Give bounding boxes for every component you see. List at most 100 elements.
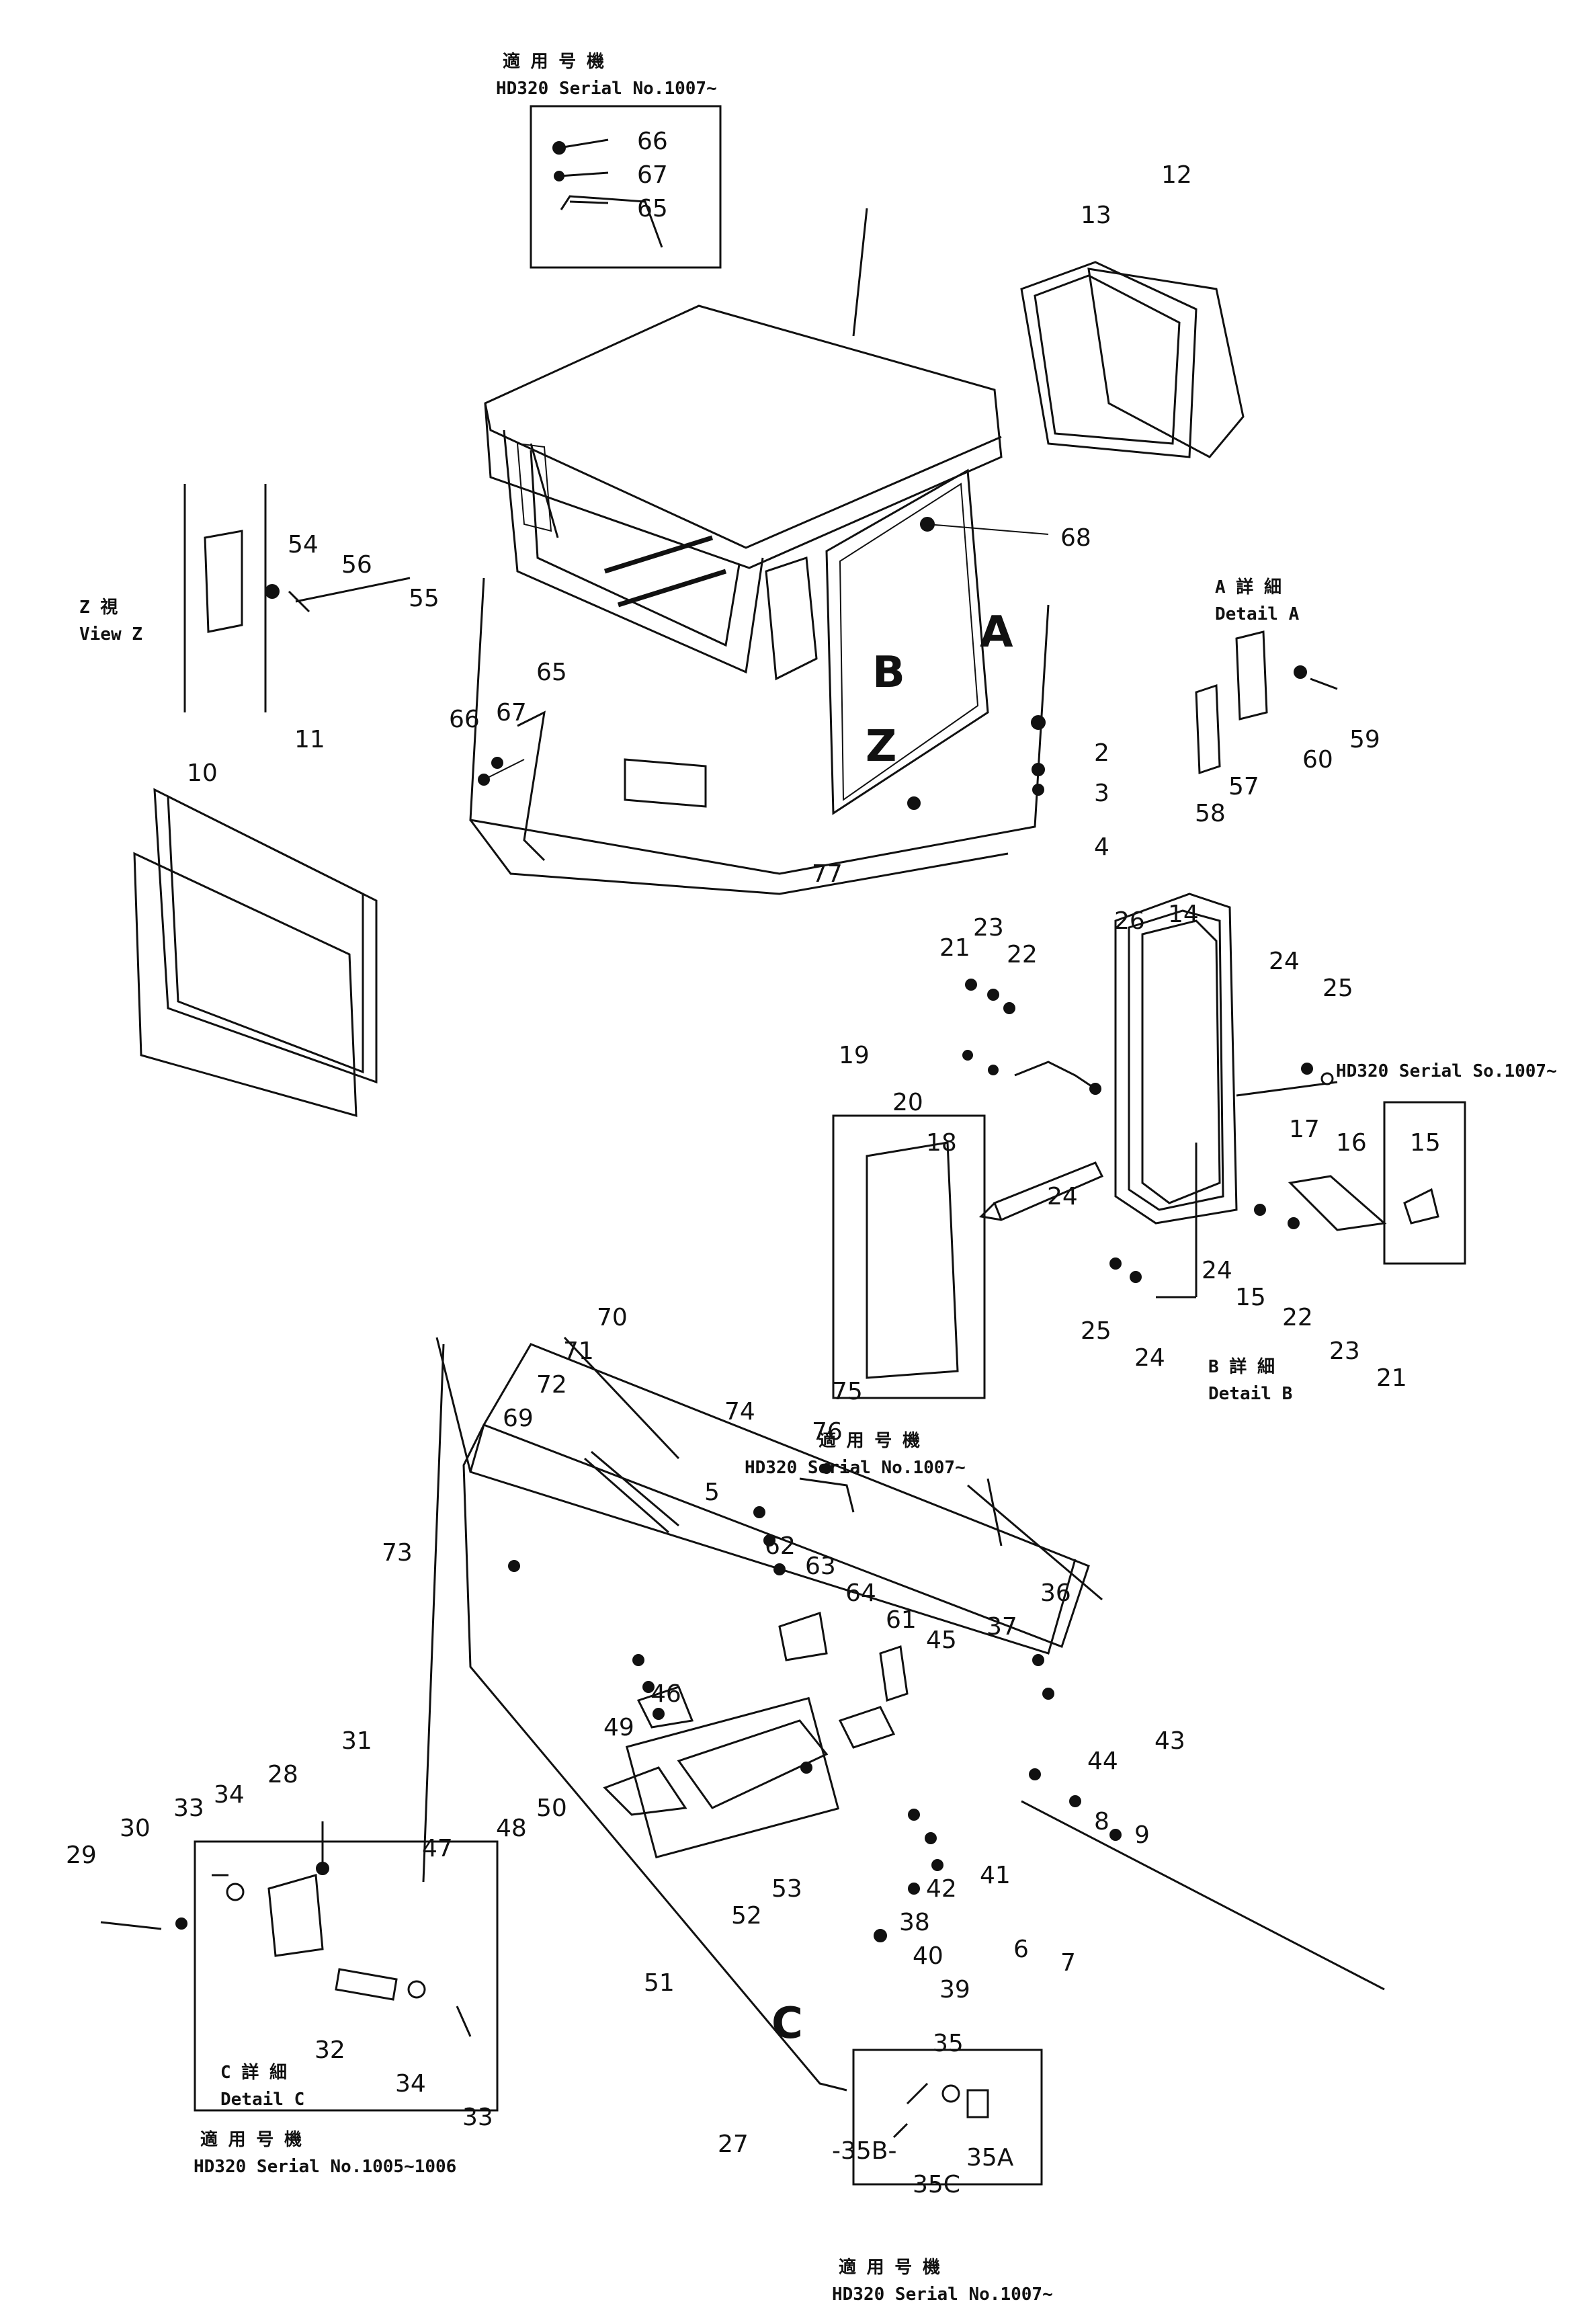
callout-11: 11	[294, 726, 325, 753]
callout-17: 17	[1289, 1116, 1320, 1143]
callout-22-top: 22	[1007, 941, 1038, 968]
detail-35-parts	[892, 2082, 989, 2139]
callout-74: 74	[724, 1398, 755, 1426]
note-mid-jp: 適 用 号 機	[818, 1430, 920, 1451]
callout-35c: 35C	[913, 2171, 960, 2198]
callout-44: 44	[1087, 1747, 1118, 1775]
view-letter-z: Z	[866, 722, 896, 772]
callout-68: 68	[1060, 524, 1091, 552]
callout-35: 35	[933, 2030, 964, 2057]
callout-25-bottom: 25	[1081, 1317, 1111, 1345]
applicability-note-top: 適 用 号 機 HD320 Serial No.1007~	[496, 51, 717, 99]
view-letters: A B Z C	[771, 608, 1013, 2049]
callout-34-bottom: 34	[395, 2070, 426, 2098]
callout-58: 58	[1195, 800, 1226, 827]
callout-71: 71	[563, 1337, 594, 1365]
view-letter-a: A	[980, 608, 1013, 657]
callout-54: 54	[288, 531, 319, 559]
callout-33-bottom: 33	[462, 2104, 493, 2131]
callout-64: 64	[845, 1579, 876, 1607]
detail-c-jp: C 詳 細	[220, 2062, 287, 2083]
callout-13: 13	[1081, 202, 1111, 229]
callout-73: 73	[382, 1539, 413, 1567]
callout-labels: 66 67 65 12 13 68 54 56 55 65 67 66 11 1…	[66, 128, 1441, 2198]
view-notes: Z 視 View Z A 詳 細 Detail A HD320 Serial S…	[79, 577, 1557, 2305]
callout-30: 30	[120, 1815, 151, 1842]
callout-53: 53	[771, 1875, 802, 1903]
callout-3: 3	[1094, 780, 1109, 807]
note-bottom-serial: HD320 Serial No.1007~	[832, 2284, 1053, 2305]
callout-14: 14	[1168, 901, 1199, 928]
view-z-label: View Z	[79, 624, 142, 645]
callout-52: 52	[731, 1902, 762, 1930]
callout-41: 41	[980, 1862, 1011, 1889]
callout-28: 28	[267, 1761, 298, 1788]
view-letter-c: C	[771, 1999, 803, 2049]
detail-b-label: Detail B	[1208, 1384, 1292, 1404]
callout-37: 37	[986, 1613, 1017, 1641]
detail-box-top	[530, 105, 722, 269]
callout-59: 59	[1349, 726, 1380, 753]
callout-47: 47	[422, 1835, 453, 1862]
callout-42: 42	[926, 1875, 957, 1903]
callout-6: 6	[1013, 1936, 1029, 1963]
callout-66-lower: 66	[449, 706, 480, 733]
callout-2: 2	[1094, 739, 1109, 767]
view-letter-b: B	[872, 648, 905, 698]
callout-36: 36	[1040, 1579, 1071, 1607]
callout-23-top: 23	[973, 914, 1004, 942]
callout-62: 62	[765, 1532, 796, 1560]
detail-a-jp: A 詳 細	[1215, 577, 1282, 597]
callout-46: 46	[650, 1680, 681, 1708]
callout-57: 57	[1228, 773, 1259, 800]
callout-16: 16	[1336, 1129, 1367, 1157]
callout-20: 20	[892, 1089, 923, 1116]
door-glass	[866, 1141, 959, 1379]
detail-c-box	[194, 1840, 499, 2112]
callout-21-top: 21	[939, 934, 970, 962]
callout-60: 60	[1302, 746, 1333, 774]
note-detail-b-serial: HD320 Serial So.1007~	[1336, 1061, 1557, 1081]
callout-69: 69	[503, 1405, 534, 1432]
callout-31: 31	[341, 1727, 372, 1755]
callout-76: 76	[812, 1418, 843, 1446]
callout-61: 61	[886, 1606, 917, 1634]
detail-a-label: Detail A	[1215, 604, 1300, 624]
handrail-parts-top	[552, 138, 663, 248]
detail-c-label: Detail C	[220, 2090, 304, 2110]
callout-65-lower: 65	[536, 659, 567, 686]
callout-24-left: 24	[1047, 1183, 1078, 1210]
callout-45: 45	[926, 1626, 957, 1654]
callout-40: 40	[913, 1942, 943, 1970]
detail-b-inset-box	[1383, 1101, 1466, 1265]
callout-7: 7	[1060, 1949, 1076, 1977]
callout-23-bottom: 23	[1329, 1337, 1360, 1365]
callout-49: 49	[603, 1714, 634, 1741]
callout-5: 5	[704, 1479, 720, 1506]
callout-8: 8	[1094, 1808, 1109, 1835]
door-glass-detail-box	[832, 1114, 986, 1399]
callout-50: 50	[536, 1795, 567, 1822]
callout-35a: 35A	[966, 2144, 1014, 2172]
front-panel-assembly	[422, 1336, 1385, 2092]
callout-29: 29	[66, 1842, 97, 1869]
note-mid-serial: HD320 Serial No.1007~	[745, 1458, 966, 1478]
callout-9: 9	[1134, 1821, 1150, 1849]
callout-55: 55	[409, 585, 439, 612]
callout-70: 70	[597, 1304, 628, 1331]
callout-51: 51	[644, 1969, 675, 1997]
callout-26: 26	[1114, 907, 1145, 935]
callout-63: 63	[805, 1553, 836, 1580]
callout-48: 48	[496, 1815, 527, 1842]
callout-12: 12	[1161, 161, 1192, 189]
callout-4: 4	[1094, 833, 1109, 861]
callout-34-top: 34	[214, 1781, 245, 1809]
callout-32: 32	[314, 2036, 345, 2064]
cab-assembly	[133, 208, 1338, 1118]
callout-22-bottom: 22	[1282, 1304, 1313, 1331]
callout-39: 39	[939, 1976, 970, 2004]
note-detail-c-serial: HD320 Serial No.1005~1006	[194, 2157, 456, 2177]
callout-10: 10	[187, 759, 218, 787]
callout-38: 38	[899, 1909, 930, 1936]
